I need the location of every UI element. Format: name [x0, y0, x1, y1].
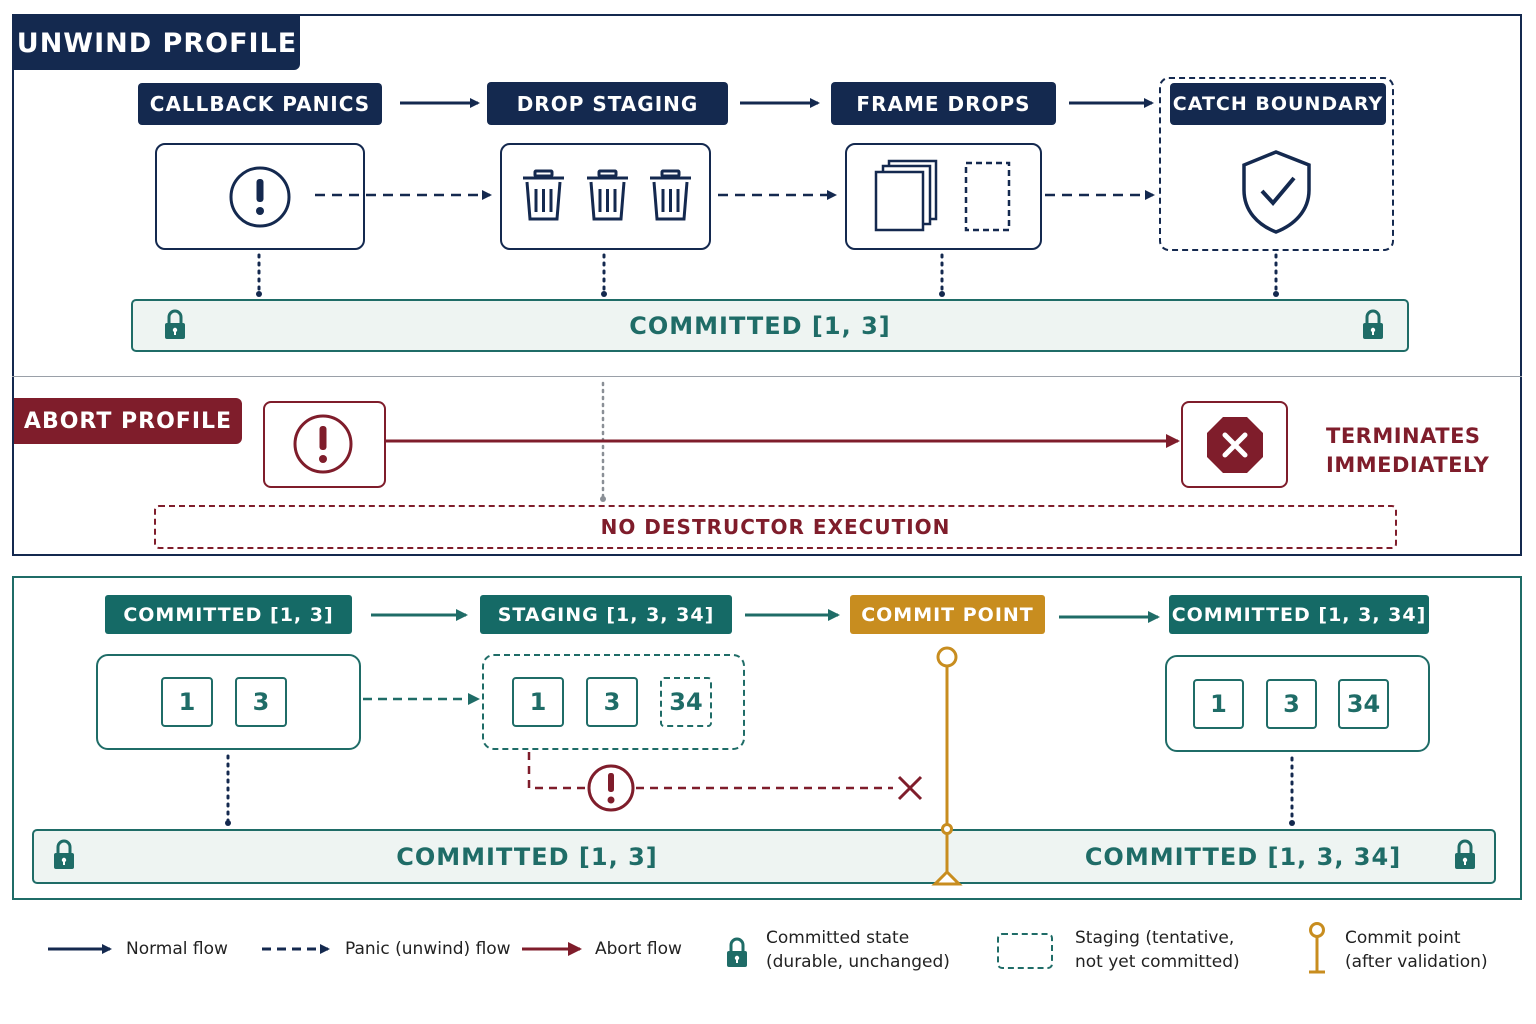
commit-stage-header-commit-point: COMMIT POINT [850, 595, 1045, 634]
commit-committed-bar [32, 829, 1496, 884]
unwind-committed-bar [131, 299, 1409, 352]
legend-staging-line1: Staging (tentative, [1075, 928, 1235, 948]
final-committed-item: 1 [1193, 679, 1244, 729]
legend-staging-line2: not yet committed) [1075, 952, 1240, 972]
stage-header-drop-staging: DROP STAGING [487, 82, 728, 125]
lock-icon [163, 309, 187, 341]
legend-commit-point-icon [1309, 922, 1325, 974]
empty-frame-slot-icon [964, 161, 1011, 232]
abort-panic-box [263, 401, 386, 488]
abort-exclamation-icon [293, 414, 353, 474]
staging-item-tentative: 34 [660, 677, 712, 727]
lock-icon [1453, 839, 1477, 871]
commit-bar-left-label: COMMITTED [1, 3] [396, 842, 658, 871]
stop-octagon-icon [1207, 417, 1263, 473]
legend-commit-point-line1: Commit point [1345, 928, 1461, 948]
legend-commit-point-label: Commit point (after validation) [1345, 926, 1488, 974]
commit-stage-header-committed-final: COMMITTED [1, 3, 34] [1169, 595, 1429, 634]
no-destructor-dashed-box [154, 505, 1397, 549]
committed-item: 3 [235, 677, 287, 727]
no-destructor-label: NO DESTRUCTOR EXECUTION [600, 515, 951, 539]
legend-staging-swatch [997, 933, 1053, 969]
stage-header-frame-drops: FRAME DROPS [831, 82, 1056, 125]
legend-panic-label: Panic (unwind) flow [345, 939, 511, 959]
abort-profile-title: ABORT PROFILE [14, 398, 242, 444]
trash-icon [650, 169, 691, 221]
staging-item: 3 [586, 677, 638, 727]
terminates-line: TERMINATES [1326, 424, 1481, 448]
stage-header-callback-panics: CALLBACK PANICS [138, 83, 382, 125]
trash-icon [587, 169, 628, 221]
legend-committed-label: Committed state (durable, unchanged) [766, 926, 950, 974]
commit-panel [12, 576, 1522, 900]
exclamation-icon [229, 166, 291, 228]
final-committed-item: 3 [1266, 679, 1317, 729]
blocked-x-icon [897, 775, 923, 801]
committed-items-box [96, 654, 361, 750]
legend-commit-point-line2: (after validation) [1345, 952, 1488, 972]
commit-stage-header-committed: COMMITTED [1, 3] [105, 595, 352, 634]
legend-abort-label: Abort flow [595, 939, 682, 959]
lock-icon [52, 839, 76, 871]
commit-point-marker [931, 646, 963, 886]
terminates-immediately-text: TERMINATES IMMEDIATELY [1326, 422, 1496, 480]
staging-panic-exclamation-icon [587, 764, 635, 812]
commit-bar-right-label: COMMITTED [1, 3, 34] [1084, 842, 1402, 871]
catch-boundary-dashed-frame [1159, 77, 1394, 251]
lock-icon [1361, 309, 1385, 341]
abort-terminate-box [1181, 401, 1288, 488]
committed-item: 1 [161, 677, 213, 727]
unwind-profile-title: UNWIND PROFILE [14, 16, 300, 70]
stacked-frames-icon [874, 159, 938, 232]
legend-normal-label: Normal flow [126, 939, 228, 959]
shield-check-icon [1242, 150, 1311, 234]
top-panel [12, 14, 1522, 556]
staging-panic-path [527, 752, 588, 790]
trash-icon [523, 169, 564, 221]
legend-committed-line2: (durable, unchanged) [766, 952, 950, 972]
panel-divider [12, 376, 1522, 377]
immediately-line: IMMEDIATELY [1326, 453, 1490, 477]
commit-stage-header-staging: STAGING [1, 3, 34] [480, 595, 732, 634]
stage-header-catch-boundary: CATCH BOUNDARY [1170, 83, 1386, 125]
legend-lock-icon [725, 937, 749, 969]
legend-staging-label: Staging (tentative, not yet committed) [1075, 926, 1240, 974]
legend-committed-line1: Committed state [766, 928, 910, 948]
staging-item: 1 [512, 677, 564, 727]
final-committed-item: 34 [1338, 679, 1389, 729]
unwind-committed-label: COMMITTED [1, 3] [629, 311, 891, 340]
